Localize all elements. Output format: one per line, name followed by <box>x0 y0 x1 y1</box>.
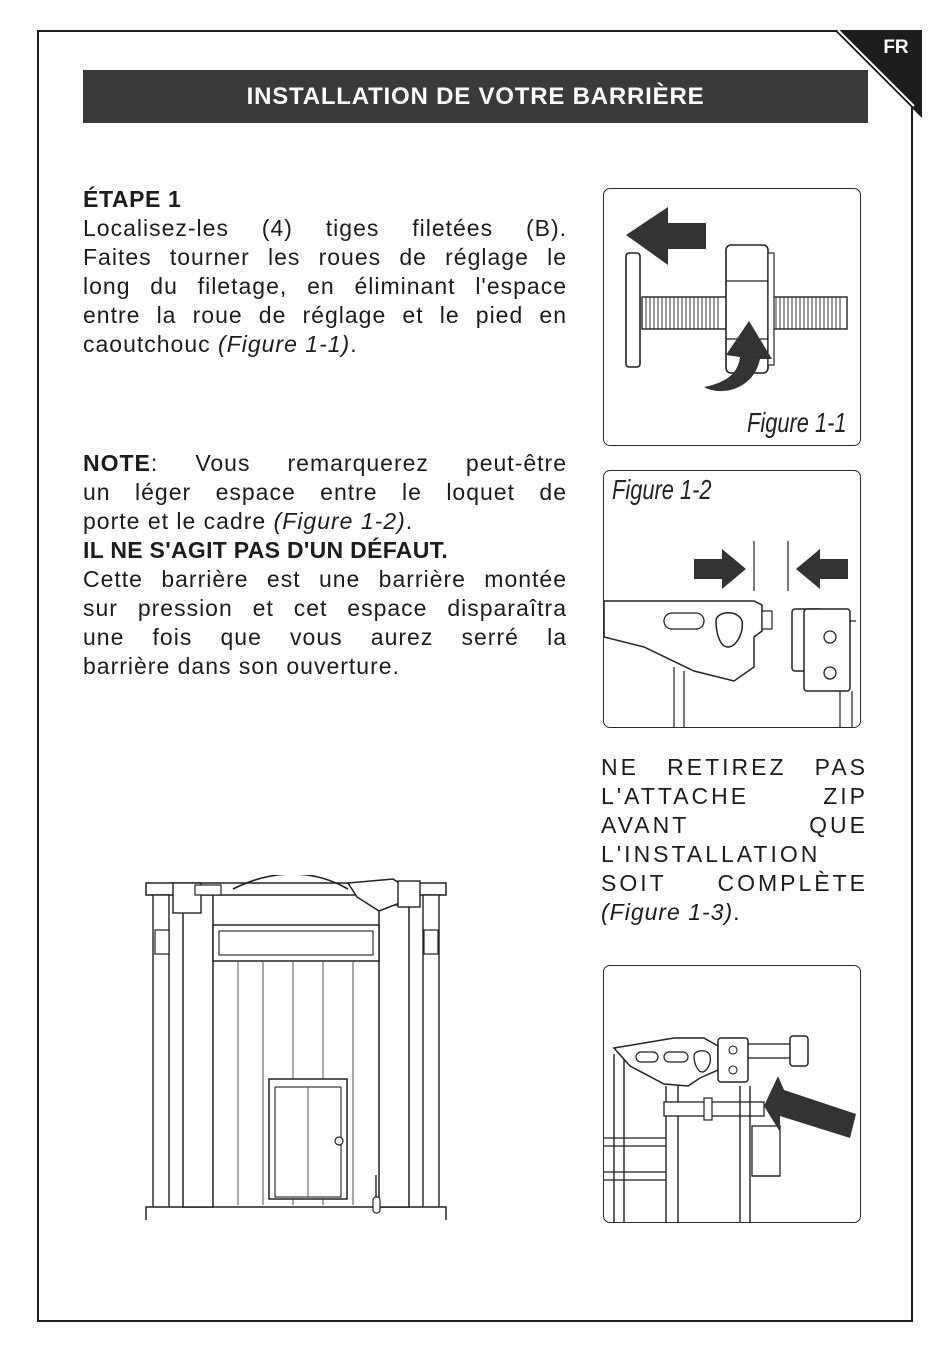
arrow-left-icon <box>796 549 848 589</box>
figure-1-3 <box>603 965 861 1223</box>
corner-tab <box>834 29 922 118</box>
figure-1-1-label: Figure 1-1 <box>747 407 847 438</box>
figure-ref: (Figure 1-1) <box>218 331 351 357</box>
step1-line: long du filetage, en éliminant l'espace <box>83 273 567 299</box>
note-body-line: barrière dans son ouverture. <box>83 653 400 679</box>
curved-arrow-icon <box>704 321 772 392</box>
zip-tie-illustration <box>604 1035 856 1222</box>
note-line: NOTE: Vous remarquerez peut-être <box>83 449 567 478</box>
language-tab: FR <box>883 37 909 58</box>
step1-block: ÉTAPE 1 Localisez-les (4) tiges filetées… <box>83 185 567 359</box>
figure-1-2: Figure 1-2 <box>603 470 861 728</box>
note-body-line: sur pression et cet espace disparaîtra <box>83 595 567 621</box>
step1-line: entre la roue de réglage et le pied en <box>83 302 567 328</box>
zip-line: SOIT COMPLÈTE <box>601 870 868 896</box>
figure-ref: (Figure 1-2) <box>273 508 406 534</box>
arrow-left-icon <box>626 207 706 265</box>
step1-heading: ÉTAPE 1 <box>83 186 182 212</box>
zip-line: L'ATTACHE ZIP <box>601 783 868 809</box>
latch-gap-illustration <box>604 541 856 727</box>
period: . <box>733 899 741 925</box>
note-line: porte et le cadre (Figure 1-2). <box>83 507 567 536</box>
page-title: INSTALLATION DE VOTRE BARRIÈRE <box>83 70 868 123</box>
note-line: un léger espace entre le loquet de <box>83 479 567 505</box>
note-label: NOTE <box>83 450 151 476</box>
arrow-right-icon <box>694 549 746 589</box>
arrow-pointer-icon <box>764 1076 856 1138</box>
page-frame <box>37 30 913 1322</box>
step1-line: Faites tourner les roues de réglage le <box>83 244 567 270</box>
step1-text: caoutchouc <box>83 331 219 357</box>
note-warning: IL NE S'AGIT PAS D'UN DÉFAUT. <box>83 537 449 563</box>
step1-line-last: caoutchouc (Figure 1-1). <box>83 330 567 359</box>
zip-line: AVANT QUE <box>601 812 868 838</box>
figure-ref: (Figure 1-3) <box>601 899 734 925</box>
note-text: : Vous remarquerez peut-être <box>150 450 567 476</box>
zip-line: L'INSTALLATION <box>601 841 821 867</box>
zip-ref-line: (Figure 1-3). <box>601 898 868 927</box>
threaded-rod-illustration <box>625 207 848 392</box>
note-body-line: une fois que vous aurez serré la <box>83 624 567 650</box>
note-text: porte et le cadre <box>83 508 274 534</box>
note-block: NOTE: Vous remarquerez peut-être un lége… <box>83 449 567 681</box>
zip-note-block: NE RETIREZ PAS L'ATTACHE ZIP AVANT QUE L… <box>601 753 868 927</box>
note-body-line: Cette barrière est une barrière montée <box>83 566 567 592</box>
period: . <box>350 331 358 357</box>
figure-1-2-label: Figure 1-2 <box>612 474 712 505</box>
period: . <box>405 508 414 534</box>
gate-illustration <box>145 875 447 1220</box>
figure-1-1: Figure 1-1 <box>603 188 861 446</box>
step1-line: Localisez-les (4) tiges filetées (B). <box>83 215 567 241</box>
zip-line: NE RETIREZ PAS <box>601 754 868 780</box>
